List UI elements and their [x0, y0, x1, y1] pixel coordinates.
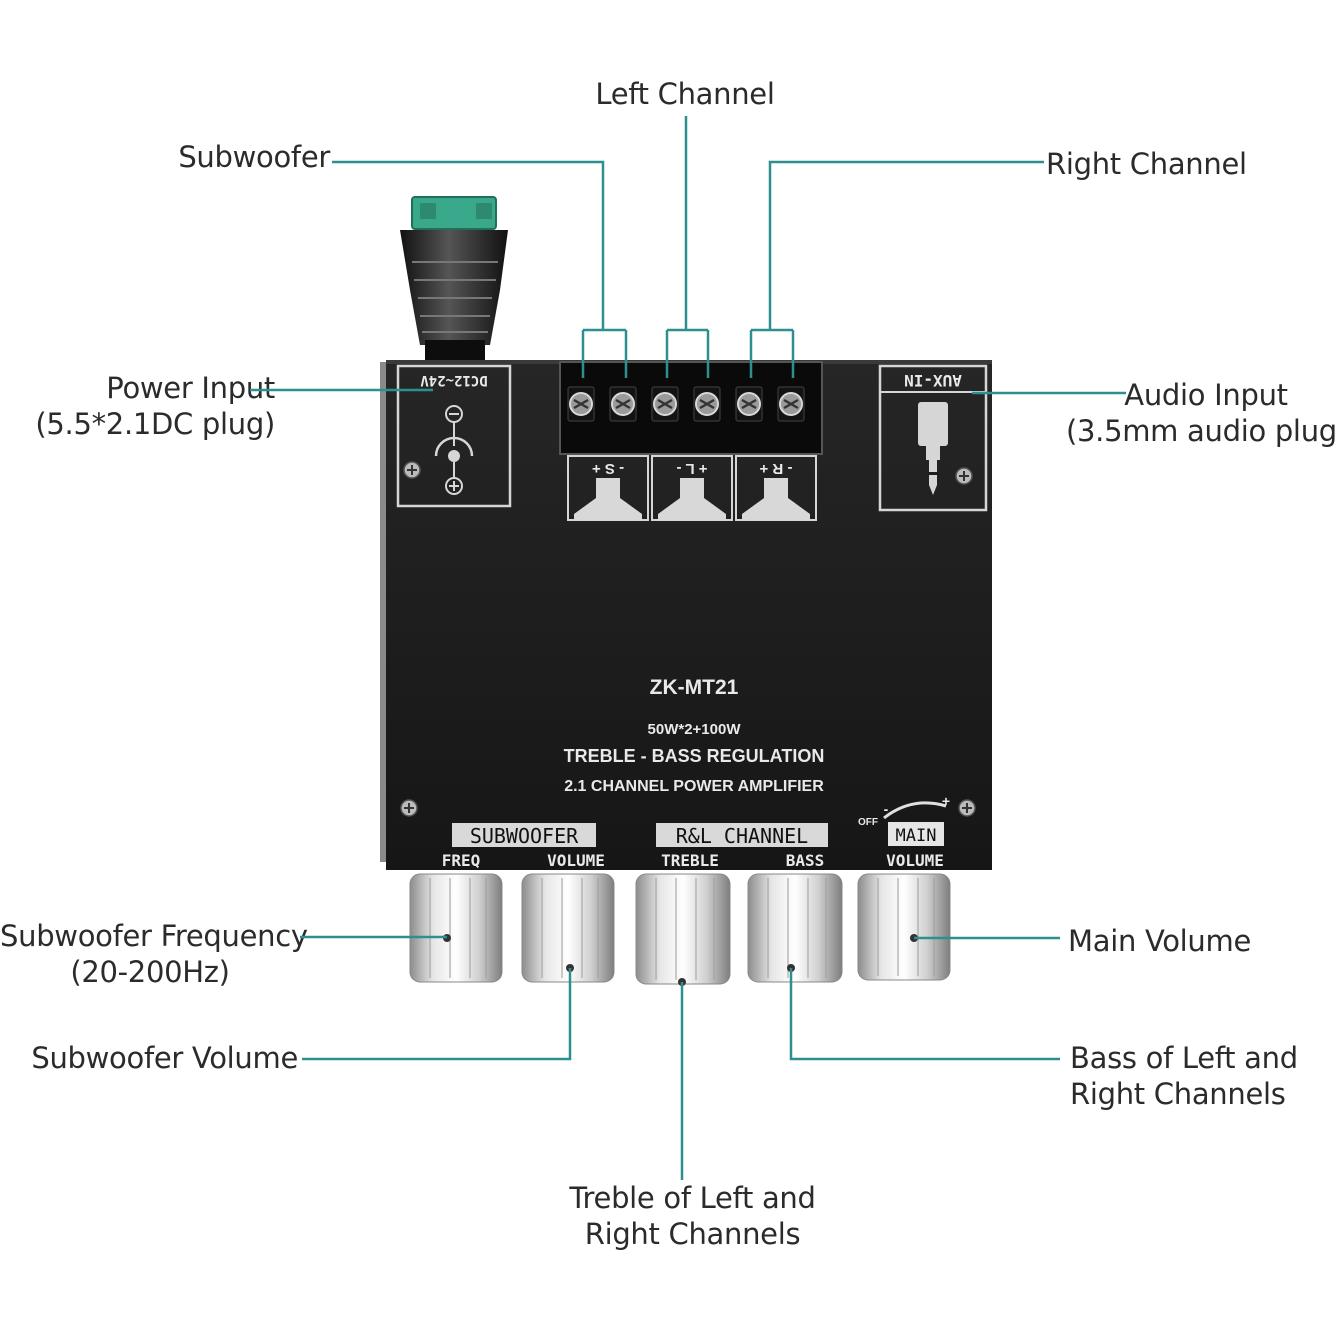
control-labels: SUBWOOFER R&L CHANNEL OFF - + MAIN FREQ … [442, 793, 950, 870]
knobs [409, 873, 951, 986]
knob-bass [747, 873, 843, 983]
svg-text:R&L CHANNEL: R&L CHANNEL [676, 824, 808, 848]
svg-text:- R +: - R + [759, 460, 792, 477]
dc-polarity-icon: DC12~24V [396, 364, 512, 508]
svg-text:-: - [884, 801, 889, 817]
svg-text:BASS: BASS [786, 851, 825, 870]
svg-text:+ L -: + L - [677, 460, 708, 477]
audio-jack-icon [918, 402, 948, 495]
knob-treble [635, 873, 731, 986]
screw-icon [400, 799, 418, 817]
label-main-volume: Main Volume [1068, 924, 1252, 958]
svg-text:SUBWOOFER: SUBWOOFER [470, 824, 579, 848]
label-power-input: Power Input (5.5*2.1DC plug) [35, 371, 275, 441]
svg-text:VOLUME: VOLUME [886, 851, 944, 870]
svg-text:- S +: - S + [592, 460, 624, 477]
svg-text:OFF: OFF [858, 817, 878, 828]
leader-lines [250, 116, 1126, 1180]
model-name: ZK-MT21 [650, 676, 739, 699]
label-subwoofer: Subwoofer [178, 140, 330, 174]
description-text: 2.1 CHANNEL POWER AMPLIFIER [564, 778, 824, 795]
svg-text:+: + [942, 793, 950, 809]
aux-in-panel: AUX-IN [878, 364, 988, 512]
power-spec: 50W*2+100W [648, 721, 742, 738]
dc-power-plug [400, 196, 508, 362]
screw-icon [958, 799, 976, 817]
svg-text:FREQ: FREQ [442, 851, 481, 870]
svg-text:VOLUME: VOLUME [547, 851, 605, 870]
label-subwoofer-frequency: Subwoofer Frequency (20-200Hz) [0, 919, 308, 989]
svg-text:AUX-IN: AUX-IN [904, 371, 962, 390]
label-bass: Bass of Left and Right Channels [1070, 1041, 1298, 1111]
terminal-marking-s: - S + [567, 455, 649, 521]
knob-main-volume [857, 873, 951, 981]
terminal-marking-r: - R + [735, 455, 817, 521]
svg-text:DC12~24V: DC12~24V [420, 372, 488, 388]
speaker-terminal-block: - S + + L - - R + [559, 361, 823, 521]
label-left-channel: Left Channel [595, 77, 775, 111]
knob-sub-volume [521, 873, 615, 983]
knob-freq [409, 873, 503, 983]
svg-text:TREBLE: TREBLE [661, 851, 719, 870]
label-subwoofer-volume: Subwoofer Volume [31, 1041, 298, 1075]
feature-text: TREBLE - BASS REGULATION [564, 746, 825, 766]
svg-text:MAIN: MAIN [896, 826, 937, 846]
label-audio-input: Audio Input (3.5mm audio plug) [1066, 378, 1336, 448]
label-treble: Treble of Left and Right Channels [569, 1181, 816, 1251]
terminal-marking-l: + L - [651, 455, 733, 521]
label-right-channel: Right Channel [1046, 147, 1247, 181]
